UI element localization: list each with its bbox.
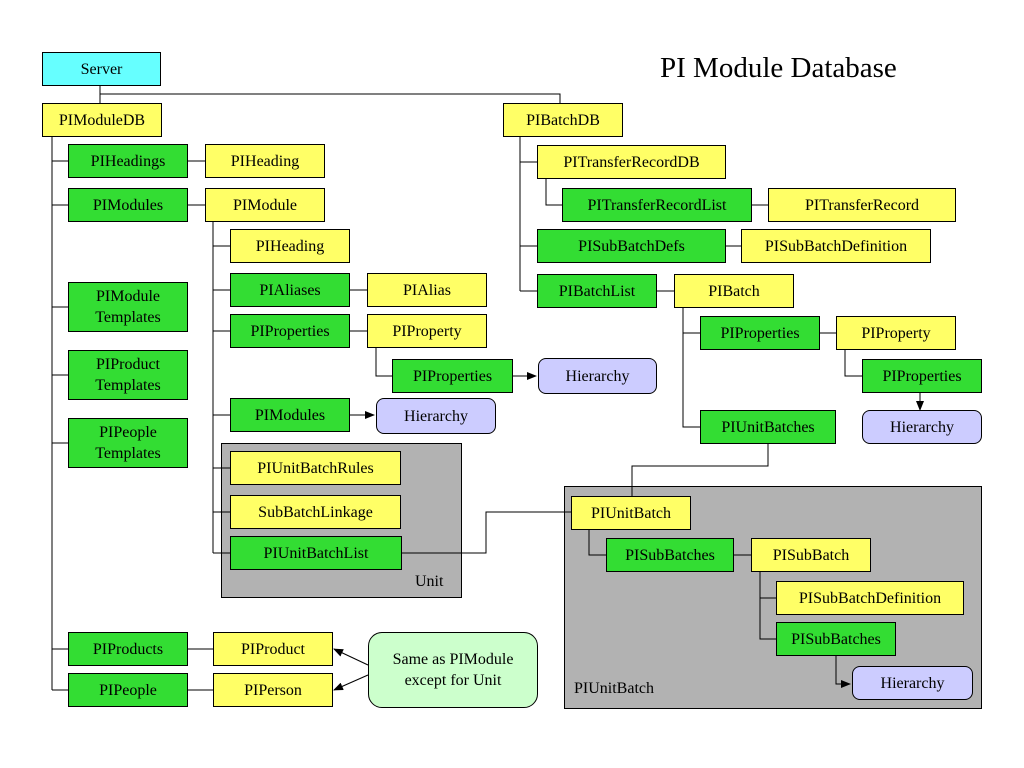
piunitbatchrules-node[interactable]: PIUnitBatchRules [230,451,401,485]
piheadings-node[interactable]: PIHeadings [68,144,188,178]
pisubbatches-node[interactable]: PISubBatches [606,538,734,572]
pisubbatch-node[interactable]: PISubBatch [751,538,871,572]
pipeople-node[interactable]: PIPeople [68,673,188,707]
pimodule-node[interactable]: PIModule [205,188,325,222]
piperson-node[interactable]: PIPerson [213,673,333,707]
piunitbatch-node[interactable]: PIUnitBatch [571,496,691,530]
piunitbatchlist-node[interactable]: PIUnitBatchList [230,536,402,570]
pibatch-piproperties-node[interactable]: PIProperties [700,316,820,350]
piproperty-piproperties-node[interactable]: PIProperties [392,359,513,393]
pibatchlist-node[interactable]: PIBatchList [537,274,657,308]
piproducts-node[interactable]: PIProducts [68,632,188,666]
pibatch-node[interactable]: PIBatch [674,274,794,308]
piproperties-node[interactable]: PIProperties [230,314,350,348]
pimoduledb-node[interactable]: PIModuleDB [42,103,162,137]
same-as-pimodule-note: Same as PIModule except for Unit [368,632,538,708]
page-title: PI Module Database [660,52,897,84]
piunitbatch-region-label: PIUnitBatch [574,680,654,697]
piproduct-templates-line-2: Templates [95,377,161,394]
piproduct-templates-node[interactable]: PIProduct Templates [68,350,188,400]
note-line-1: Same as PIModule [392,651,514,668]
pitransferrecordlist-node[interactable]: PITransferRecordList [562,188,752,222]
piheading-node[interactable]: PIHeading [205,144,325,178]
pimodule-templates-line-2: Templates [95,309,161,326]
pibatchdb-node[interactable]: PIBatchDB [503,103,623,137]
piproduct-node[interactable]: PIProduct [213,632,333,666]
pisubbatchdefinition-node[interactable]: PISubBatchDefinition [741,229,931,263]
pimodule-templates-node[interactable]: PIModule Templates [68,282,188,332]
piproperty-node[interactable]: PIProperty [367,314,487,348]
pimodule-piheading-node[interactable]: PIHeading [230,229,350,263]
pibatch-piproperty-piproperties-node[interactable]: PIProperties [862,359,982,393]
pisubbatch-pisubbatches-node[interactable]: PISubBatches [776,622,896,656]
subbatchlinkage-node[interactable]: SubBatchLinkage [230,495,401,529]
batch-hierarchy-node[interactable]: Hierarchy [862,410,982,444]
subbatch-hierarchy-node[interactable]: Hierarchy [852,666,973,700]
pimodule-templates-line-1: PIModule [96,288,160,305]
pipeople-templates-line-1: PIPeople [99,424,157,441]
piunitbatches-node[interactable]: PIUnitBatches [700,410,836,444]
pialias-node[interactable]: PIAlias [367,273,487,307]
modules-hierarchy-node[interactable]: Hierarchy [376,398,496,434]
pitransferrecord-node[interactable]: PITransferRecord [768,188,956,222]
pipeople-templates-node[interactable]: PIPeople Templates [68,418,188,468]
pibatch-piproperty-node[interactable]: PIProperty [836,316,956,350]
pitransferrecorddb-node[interactable]: PITransferRecordDB [537,145,726,179]
pimodule-pimodules-node[interactable]: PIModules [230,398,350,432]
note-line-2: except for Unit [404,672,502,689]
pialiases-node[interactable]: PIAliases [230,273,350,307]
unit-region-label: Unit [415,573,444,590]
server-node[interactable]: Server [42,52,161,86]
pimodules-node[interactable]: PIModules [68,188,188,222]
pisubbatch-definition-node[interactable]: PISubBatchDefinition [776,581,964,615]
hierarchy-node[interactable]: Hierarchy [538,358,657,394]
pipeople-templates-line-2: Templates [95,445,161,462]
piproduct-templates-line-1: PIProduct [96,356,160,373]
pisubbatchdefs-node[interactable]: PISubBatchDefs [537,229,726,263]
